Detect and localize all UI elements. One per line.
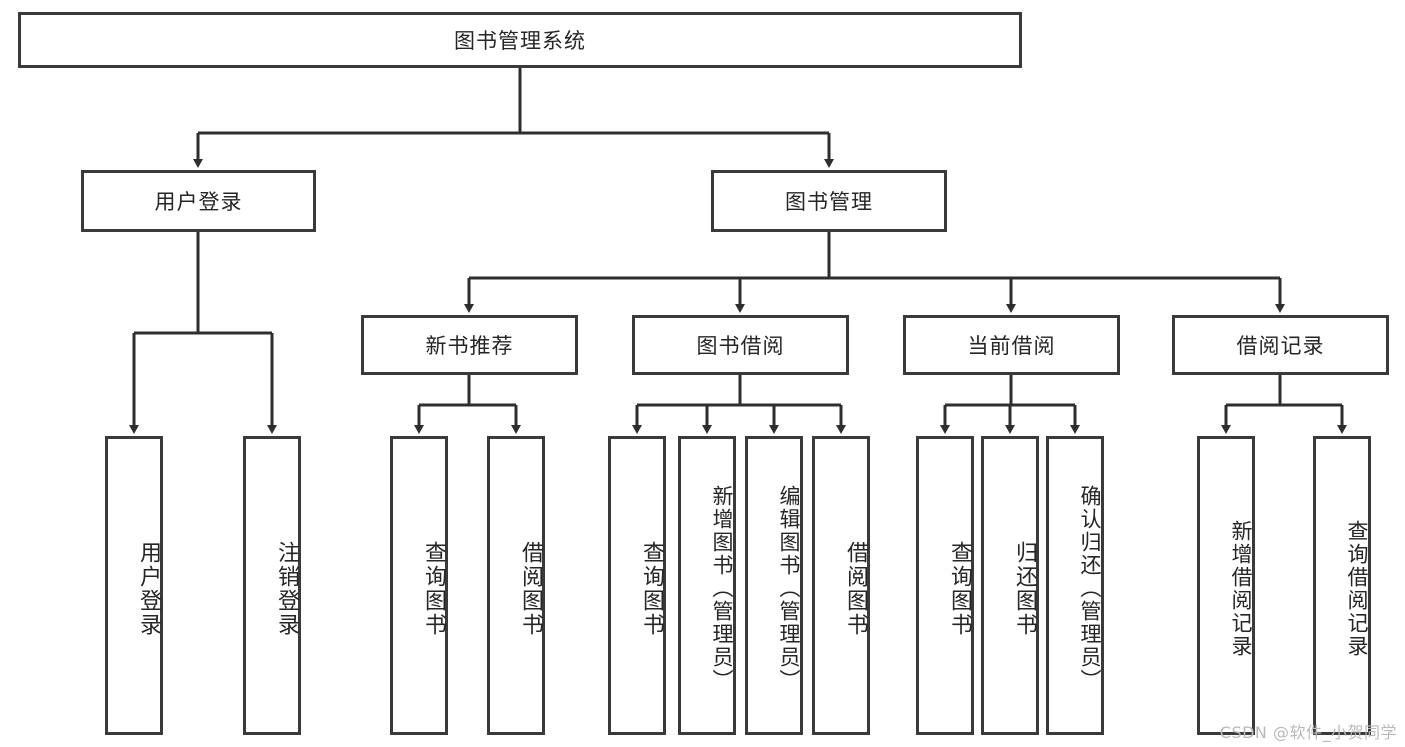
level2-node[interactable]: 图书管理 (711, 170, 947, 232)
leaf-node[interactable]: 借阅图书 (487, 436, 545, 735)
node-label: 新书推荐 (425, 334, 514, 358)
leaf-node[interactable]: 用户登录 (105, 436, 163, 735)
leaf-node[interactable]: 查询图书 (916, 436, 974, 735)
node-label: 借阅图书 (843, 540, 868, 637)
root-node[interactable]: 图书管理系统 (18, 12, 1022, 68)
leaf-node[interactable]: 归还图书 (981, 436, 1039, 735)
leaf-node[interactable]: 新增借阅记录 (1197, 436, 1255, 735)
node-label: 当前借阅 (967, 334, 1056, 358)
leaf-node[interactable]: 查询借阅记录 (1313, 436, 1371, 735)
node-label: 借阅记录 (1236, 334, 1325, 358)
node-label: 图书管理系统 (454, 29, 586, 53)
node-label: 新增图书（管理员） (710, 485, 734, 692)
level3-node[interactable]: 新书推荐 (361, 315, 578, 375)
node-label: 新增借阅记录 (1229, 519, 1253, 658)
leaf-node[interactable]: 确认归还（管理员） (1046, 436, 1104, 735)
level3-node[interactable]: 图书借阅 (632, 315, 849, 375)
node-label: 借阅图书 (518, 540, 543, 637)
leaf-node[interactable]: 注销登录 (243, 436, 301, 735)
leaf-node[interactable]: 借阅图书 (812, 436, 870, 735)
node-label: 查询图书 (421, 540, 446, 637)
node-label: 查询图书 (639, 540, 664, 637)
node-label: 编辑图书（管理员） (777, 485, 801, 692)
node-label: 归还图书 (1012, 540, 1037, 637)
node-label: 图书借阅 (696, 334, 785, 358)
leaf-node[interactable]: 查询图书 (390, 436, 448, 735)
node-label: 用户登录 (136, 540, 161, 637)
node-label: 确认归还（管理员） (1078, 485, 1102, 692)
node-label: 查询借阅记录 (1345, 519, 1369, 658)
node-label: 用户登录 (154, 190, 243, 214)
node-label: 查询图书 (947, 540, 972, 637)
level3-node[interactable]: 当前借阅 (903, 315, 1120, 375)
node-label: 注销登录 (274, 540, 299, 637)
leaf-node[interactable]: 新增图书（管理员） (678, 436, 736, 735)
level2-node[interactable]: 用户登录 (81, 170, 316, 232)
leaf-node[interactable]: 编辑图书（管理员） (745, 436, 803, 735)
level3-node[interactable]: 借阅记录 (1172, 315, 1389, 375)
node-label: 图书管理 (785, 190, 873, 214)
leaf-node[interactable]: 查询图书 (608, 436, 666, 735)
